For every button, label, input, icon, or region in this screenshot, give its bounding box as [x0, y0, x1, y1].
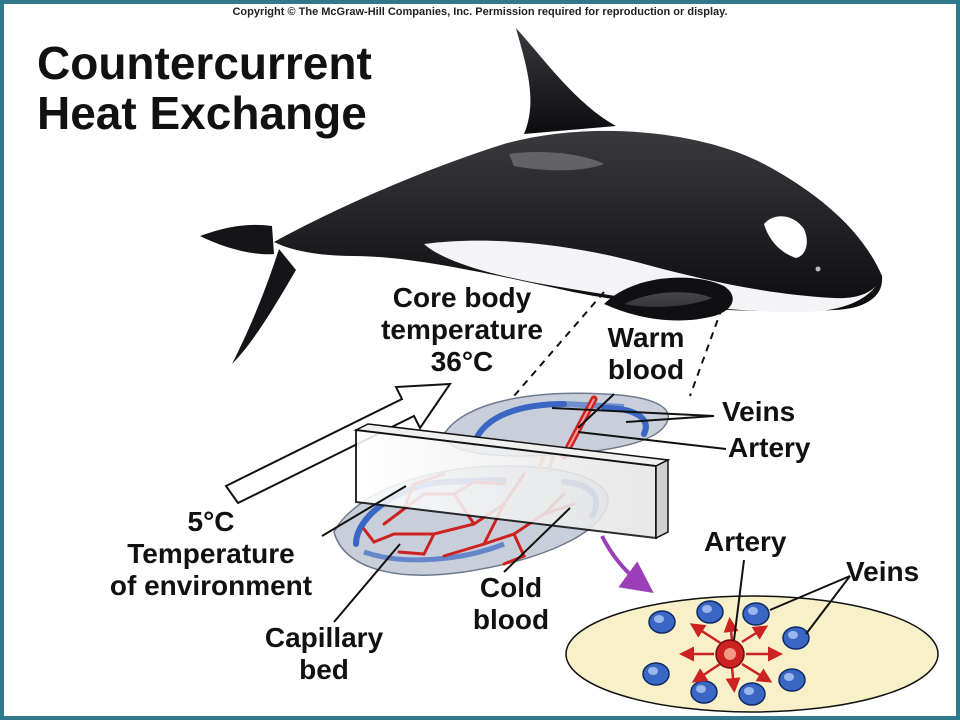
label-artery-section: Artery [704, 526, 787, 557]
section-slab [353, 423, 671, 540]
label-capillary-bed: Capillary bed [244, 622, 404, 686]
capillary-bed-line-1: Capillary [264, 622, 384, 653]
label-veins-section: Veins [846, 556, 920, 587]
cross-section [565, 535, 939, 713]
cold-blood-line-2: blood [472, 604, 550, 635]
label-veins-top: Veins [722, 396, 796, 427]
core-body-line-2: temperature [381, 314, 543, 345]
label-environment-temperature: 5°C Temperature of environment [66, 506, 356, 602]
environment-line-3: of environment [109, 570, 313, 601]
environment-line-2: Temperature [127, 538, 295, 569]
core-body-line-3: 36°C [430, 346, 494, 377]
label-core-body-temperature: Core body temperature 36°C [362, 282, 562, 378]
environment-line-1: 5°C [187, 506, 235, 537]
page-title: Countercurrent Heat Exchange [37, 38, 372, 138]
slide: Copyright © The McGraw-Hill Companies, I… [4, 4, 956, 716]
title-line-1: Countercurrent [37, 37, 372, 89]
copyright-notice: Copyright © The McGraw-Hill Companies, I… [232, 6, 728, 18]
title-line-2: Heat Exchange [37, 87, 367, 139]
warm-blood-line-1: Warm [607, 322, 685, 353]
label-artery-top: Artery [728, 432, 811, 463]
orca-illustration [200, 28, 883, 364]
capillary-bed-line-2: bed [299, 654, 349, 685]
label-cold-blood: Cold blood [456, 572, 566, 636]
cold-blood-line-1: Cold [479, 572, 543, 603]
label-warm-blood: Warm blood [586, 322, 706, 386]
core-body-line-1: Core body [392, 282, 532, 313]
diagram-artwork [200, 28, 939, 713]
warm-blood-line-2: blood [607, 354, 685, 385]
